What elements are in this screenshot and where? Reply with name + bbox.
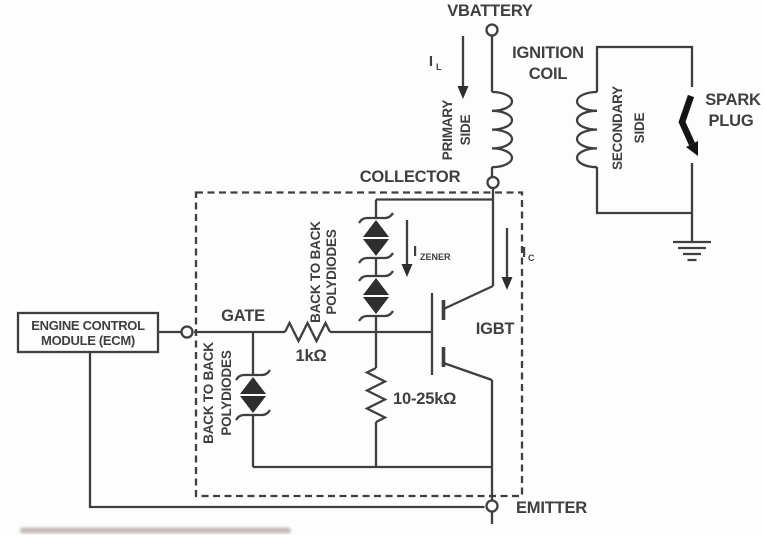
gate-clamp-label-line2: POLYDIODES (219, 350, 234, 435)
zener-bar-icon (358, 212, 394, 224)
zener-diode-icon (363, 297, 389, 314)
primary-winding-icon (491, 90, 514, 169)
zener-current-arrowhead-icon (401, 264, 413, 277)
vbattery-label: VBATTERY (447, 2, 533, 20)
primary-side-label-line1: PRIMARY (440, 100, 455, 161)
spark-bolt-icon (678, 94, 695, 146)
ecm-label-line1: ENGINE CONTROL (31, 318, 145, 333)
primary-side-label-line2: SIDE (458, 114, 473, 145)
secondary-side-label-line2: SIDE (632, 112, 647, 143)
emitter-label: EMITTER (516, 499, 587, 517)
ecm-label-line2: MODULE (ECM) (41, 333, 135, 348)
gate-emitter-resistor-icon (364, 366, 388, 424)
igbt-symbol (430, 284, 494, 382)
secondary-side-label-line1: SECONDARY (610, 86, 625, 170)
igbt-driver-module: COLLECTOR BACK TO BACK POLYDIODES I ZENE… (180, 168, 587, 524)
collector-current-subscript: C (528, 253, 535, 263)
collector-clamp-label-line1: BACK TO BACK (308, 221, 323, 323)
zener-diode-icon (363, 278, 389, 295)
cropped-caption-artifact (20, 527, 291, 534)
gate-resistor-value: 1kΩ (296, 347, 327, 365)
collector-clamp-label-line2: POLYDIODES (324, 229, 339, 314)
collector-label: COLLECTOR (360, 168, 461, 186)
collector-terminal (486, 175, 500, 190)
zener-current-subscript: ZENER (420, 252, 451, 262)
gate-emitter-resistor-value: 10-25kΩ (393, 390, 456, 408)
transformer-core-icon (536, 88, 557, 169)
gate-terminal (180, 325, 194, 339)
zener-bar-icon (358, 310, 394, 322)
ignition-coil: IGNITION COIL PRIMARY SIDE SECONDARY SID… (440, 44, 694, 241)
spark-plug-label-line1: SPARK (705, 91, 761, 109)
collector-current-arrowhead-icon (501, 277, 513, 290)
igbt-emitter-lead (443, 361, 493, 382)
emitter-rail-wire (253, 380, 494, 501)
ground-icon (673, 240, 711, 262)
igbt-label: IGBT (476, 320, 515, 338)
zener-diode-icon (363, 239, 389, 256)
spark-bolt-arrowhead-icon (686, 141, 698, 156)
collector-current-symbol: I (522, 244, 526, 261)
zener-diode-icon (240, 396, 266, 413)
zener-bar-icon (358, 252, 394, 264)
vbattery-terminal (485, 23, 499, 37)
gate-clamp-label-line1: BACK TO BACK (201, 342, 216, 444)
module-boundary-dashed-box (194, 191, 524, 498)
battery-supply: VBATTERY I L (429, 2, 533, 99)
zener-bar-icon (235, 369, 271, 381)
gate-label: GATE (221, 307, 265, 325)
ignition-coil-title-line2: COIL (529, 65, 568, 83)
gate-resistor-icon (283, 320, 332, 344)
secondary-winding-icon (575, 90, 598, 169)
secondary-top-wire (595, 45, 694, 92)
zener-diode-icon (363, 220, 389, 237)
zener-bar-icon (235, 409, 271, 421)
ignition-coil-title-line1: IGNITION (512, 44, 584, 62)
ecm-return-wire (88, 352, 485, 509)
inductor-current-subscript: L (436, 62, 442, 72)
zener-current-symbol: I (413, 243, 417, 260)
ecm-module: ENGINE CONTROL MODULE (ECM) (16, 311, 485, 509)
spark-plug-label-line2: PLUG (708, 112, 753, 130)
zener-diode-icon (240, 377, 266, 394)
gate-clamp-polydiodes (235, 369, 271, 421)
secondary-bottom-wire (595, 163, 694, 241)
collector-clamp-polydiodes (358, 212, 394, 322)
inductor-current-symbol: I (429, 53, 433, 70)
spark-plug-branch: SPARK PLUG (673, 91, 761, 262)
igbt-collector-lead (443, 284, 494, 311)
zener-bar-icon (358, 270, 394, 282)
emitter-terminal (485, 499, 499, 513)
inductor-current-arrowhead-icon (457, 86, 469, 99)
